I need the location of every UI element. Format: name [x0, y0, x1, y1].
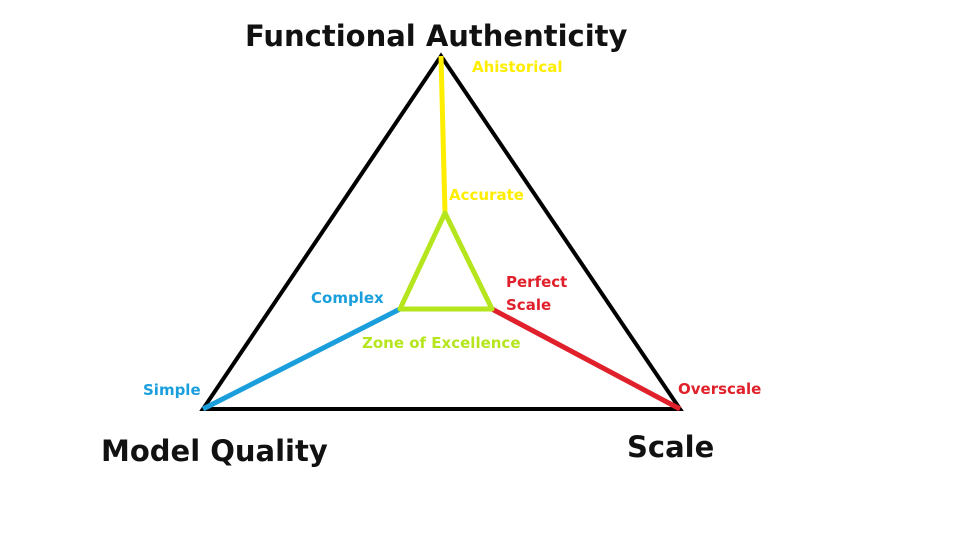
zone-of-excellence-label: Zone of Excellence — [362, 334, 521, 352]
accurate-label: Accurate — [449, 186, 524, 204]
perfect-scale-label-line2: Scale — [506, 296, 552, 314]
authenticity-axis-line — [438, 55, 448, 214]
zone-of-excellence-triangle — [397, 210, 495, 312]
ahistorical-label: Ahistorical — [472, 58, 563, 76]
model-quality-axis-label: Model Quality — [101, 434, 328, 468]
scale-axis-line — [490, 306, 682, 412]
perfect-scale-label: Perfect Scale — [506, 271, 567, 317]
complex-label: Complex — [311, 289, 384, 307]
perfect-scale-label-line1: Perfect — [506, 273, 568, 291]
functional-authenticity-axis-label: Functional Authenticity — [245, 19, 628, 53]
overscale-label: Overscale — [678, 380, 762, 398]
quality-axis-line — [201, 306, 402, 412]
outer-triangle — [199, 52, 684, 411]
simple-label: Simple — [143, 381, 201, 399]
scale-axis-label: Scale — [627, 430, 715, 464]
